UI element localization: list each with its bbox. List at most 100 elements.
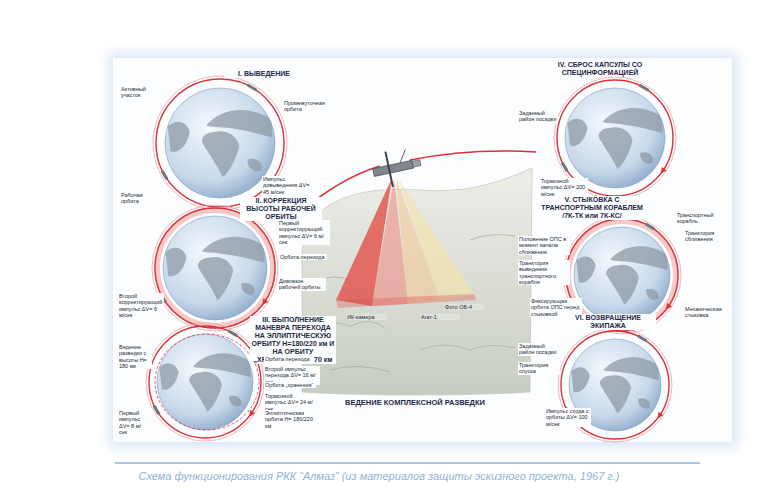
callout-label: Первый импульс ΔV= 8 м/сек — [118, 410, 150, 435]
continent — [206, 110, 272, 138]
earth-globe — [574, 227, 670, 323]
callout-label: Ведение разведки с высоты Н= 180 км — [118, 344, 152, 369]
continent — [193, 353, 251, 377]
continent — [202, 131, 239, 177]
station-module — [412, 160, 421, 168]
callout-label: Промежуточная орбита — [283, 100, 327, 113]
callout-label: Импульс схода с орбиты ΔV= 100 м/сек — [545, 408, 591, 427]
continents — [571, 357, 658, 413]
orbit — [149, 326, 261, 438]
continents — [568, 108, 663, 169]
callout-label: Тормозной импульс ΔV= 200 м/сек — [540, 178, 588, 197]
stage-title: IV. СБРОС КАПСУЛЫ СО СПЕЦИНФОРМАЦИЕЙ — [540, 61, 660, 77]
callout-label: Первый корректирующий импульс ΔV= 6 м/се… — [278, 220, 330, 245]
orbit — [155, 208, 275, 328]
impulse-arrow — [664, 303, 672, 311]
earth-surface — [302, 168, 532, 395]
continent — [603, 108, 663, 133]
relief-line — [330, 366, 390, 372]
callout-label: Орбита „хранения“ — [264, 382, 316, 388]
callout-label: Орбита перехода — [264, 356, 314, 362]
continent — [159, 363, 178, 389]
earth-globe — [565, 88, 665, 188]
earth-globe — [165, 88, 275, 198]
callout-label: Второй корректирующий импульс ΔV= 6 м/се… — [118, 293, 164, 318]
antenna — [398, 149, 408, 162]
impulse-arrow — [655, 412, 663, 420]
stage-title: ВЕДЕНИЕ КОМПЛЕКСНОЙ РАЗВЕДКИ — [335, 399, 495, 408]
spacecraft-icon — [645, 223, 655, 231]
callout-label: Фото ОБ-4 — [444, 304, 484, 310]
callout-label: Положение ОПС в момент начала сближения — [518, 236, 570, 255]
continent — [568, 119, 588, 146]
continent — [638, 398, 650, 408]
callout-label: Импульс довыведения ΔV= 45 м/сек — [262, 176, 312, 195]
continent — [640, 152, 653, 163]
stage-title: II. КОРРЕКЦИЯ ВЫСОТЫ РАБОЧЕЙ ОРБИТЫ — [240, 197, 322, 221]
station-body — [373, 160, 414, 176]
continents — [168, 110, 273, 177]
continent — [198, 257, 233, 300]
sensor-beams — [336, 178, 474, 306]
continent — [606, 265, 639, 305]
card — [113, 58, 732, 442]
continent — [166, 248, 187, 276]
outer-orbit — [146, 323, 264, 441]
spacecraft-icon — [561, 162, 569, 172]
callout-label: Агат-1 — [420, 314, 460, 320]
beam — [398, 178, 474, 300]
callout-label: Диапазон рабочей орбиты — [278, 278, 326, 291]
continent — [576, 256, 595, 282]
earth-globe — [157, 334, 253, 430]
continent — [604, 357, 659, 380]
spacecraft-icon — [247, 84, 257, 92]
earth-globe — [163, 216, 267, 320]
continent — [189, 372, 222, 412]
spacecraft-icon — [153, 405, 161, 415]
spacecraft-icon — [639, 84, 649, 92]
callout-label: Траектория сближения — [684, 230, 728, 243]
impulse-arrow — [658, 167, 666, 175]
orbit-panel — [152, 205, 278, 331]
spacecraft-icon — [161, 170, 169, 180]
callout-label: Механическая стыковка — [684, 306, 728, 319]
continent — [241, 283, 255, 295]
impulse-arrow — [260, 298, 268, 306]
relief-line — [470, 235, 515, 240]
callout-label: Заданный район посадки — [518, 110, 558, 123]
callout-label: Траектория выведения транспортного кораб… — [518, 260, 570, 285]
callout-label: Траектория спуска — [518, 362, 560, 375]
callout-label: Эллиптическая орбита Н= 180/220 км — [264, 410, 320, 429]
callout-label: Транспортный корабль — [676, 212, 726, 225]
caption-rule — [115, 462, 700, 464]
stage-title: V. СТЫКОВКА С ТРАНСПОРТНЫМ КОРАБЛЕМ /7К-… — [540, 196, 644, 220]
orbit-panel — [146, 323, 264, 441]
card-glow — [108, 52, 738, 448]
stage-title: VI. ВОЗВРАЩЕНИЕ ЭКИПАЖА — [560, 314, 656, 330]
continent — [610, 246, 668, 270]
callout-label: Активный участок — [120, 86, 158, 99]
figure-caption: Схема функционирования РКК “Алмаз” (из м… — [139, 470, 620, 482]
relief-line — [420, 345, 515, 350]
impulse-arrow — [247, 410, 255, 418]
station-satellite — [370, 145, 424, 190]
callout-label: ИК-камера — [346, 314, 386, 320]
callout-label: Заданный район посадки — [518, 343, 560, 356]
orbit-range-band — [157, 210, 273, 326]
continent — [600, 375, 631, 413]
elliptic-orbit — [155, 334, 259, 430]
continent — [168, 122, 190, 152]
continent — [202, 237, 264, 263]
continent — [571, 367, 589, 392]
spacecraft-icon — [637, 334, 647, 342]
stage-title: I. ВЫВЕДЕНИЕ — [224, 70, 304, 78]
continent — [646, 289, 658, 300]
continent — [599, 127, 633, 169]
continents — [159, 353, 250, 412]
continents — [576, 246, 667, 305]
orbit-range-band — [568, 221, 676, 329]
callout-label: Рабочая орбита — [120, 192, 160, 205]
callout-label: Орбита перехода — [279, 254, 327, 260]
